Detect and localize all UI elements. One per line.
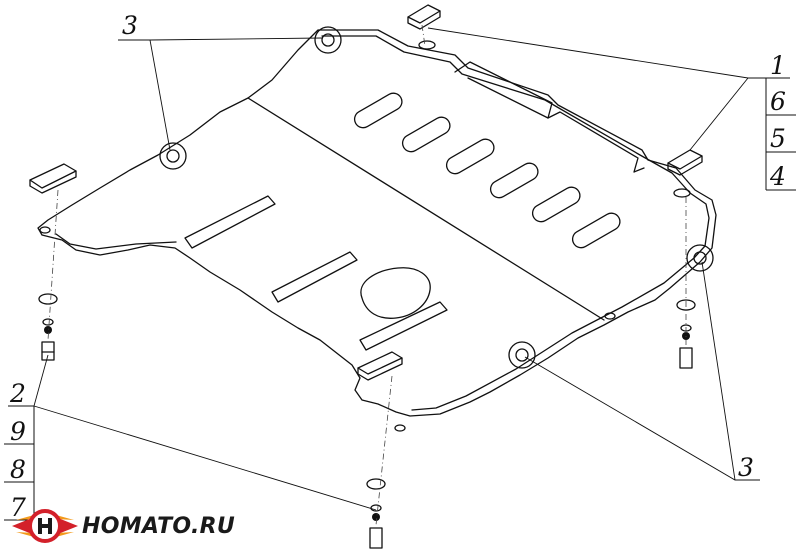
fastener-left <box>38 293 58 361</box>
clip-plates <box>29 4 703 381</box>
callout-3-bottom: 3 <box>738 453 754 482</box>
stiffening-ribs <box>184 195 448 351</box>
callout-7: 7 <box>10 493 26 522</box>
callout-2: 2 <box>9 379 26 408</box>
skid-plate-outline <box>37 29 717 417</box>
fastener-bottom <box>366 478 386 549</box>
callout-5: 5 <box>770 124 786 153</box>
callout-1: 1 <box>770 51 786 80</box>
logo-text: HOMATO.RU <box>82 513 236 539</box>
callout-3-top: 3 <box>122 11 138 40</box>
skid-plate-rim <box>55 35 710 411</box>
oil-drain-hole <box>360 267 431 319</box>
callout-8: 8 <box>10 455 26 484</box>
callout-9: 9 <box>10 417 26 446</box>
mount-bosses <box>39 26 714 432</box>
callout-4: 4 <box>769 162 786 191</box>
leader-3-bottom <box>524 261 760 481</box>
ridge-top <box>454 61 645 173</box>
ventilation-slots <box>353 92 621 249</box>
homato-logo[interactable]: HOMATO.RU <box>10 506 235 546</box>
homato-emblem-icon <box>12 509 78 543</box>
callout-6: 6 <box>770 87 786 116</box>
leader-2 <box>8 354 377 511</box>
leader-3-top <box>118 37 323 151</box>
